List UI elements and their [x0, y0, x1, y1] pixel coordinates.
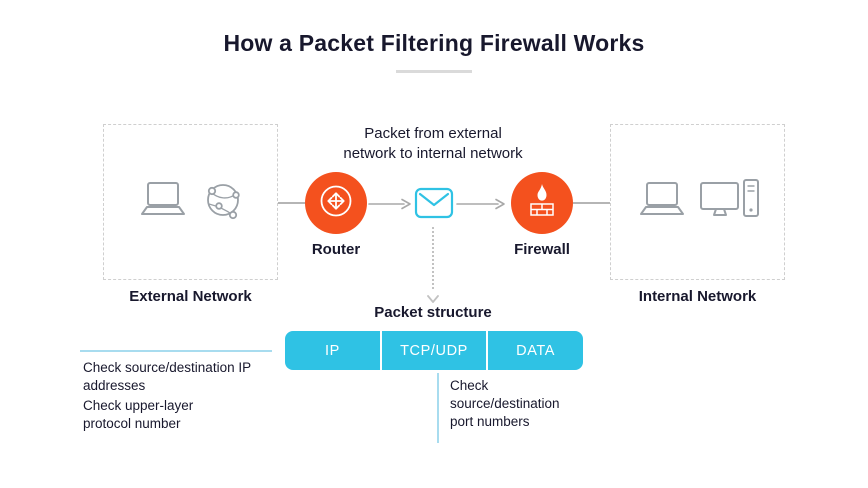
annotation-port-numbers: Check source/destination port numbers [450, 378, 560, 429]
chevron-down-icon [427, 290, 439, 308]
packet-segment-ip: IP [324, 342, 340, 359]
packet-segment-data: DATA [516, 342, 556, 359]
laptop-icon [136, 180, 190, 225]
router-label: Router [311, 241, 361, 258]
title-underline [396, 70, 472, 73]
router-icon [318, 183, 354, 224]
firewall-node [511, 172, 573, 234]
packet-structure-title: Packet structure [374, 304, 492, 321]
arrow-packet-to-firewall-icon [456, 197, 506, 215]
internal-network-label: Internal Network [638, 288, 757, 305]
packet-flow-caption: Packet from external network to internal… [343, 125, 523, 162]
dotted-connector-line [432, 227, 434, 289]
packet-envelope-icon [414, 187, 454, 224]
router-node [305, 172, 367, 234]
external-network-box [103, 124, 278, 280]
annotation-ip-addresses: Check source/destination IP addresses [83, 360, 251, 393]
connector-external-to-router [278, 202, 305, 204]
internal-network-box [610, 124, 785, 280]
firewall-label: Firewall [514, 241, 570, 258]
page-title: How a Packet Filtering Firewall Works [223, 30, 645, 56]
laptop-icon [635, 180, 689, 225]
annotation-protocol-number: Check upper-layer protocol number [83, 398, 194, 431]
internet-globe-icon [200, 177, 246, 228]
firewall-icon [525, 183, 559, 224]
external-network-label: External Network [129, 288, 252, 305]
annotation-line-ip [80, 350, 272, 352]
connector-firewall-to-internal [573, 202, 610, 204]
packet-segment-tcp-udp: TCP/UDP [379, 331, 489, 370]
annotation-line-ports [437, 373, 439, 443]
packet-structure-bar: IP TCP/UDP DATA [285, 331, 583, 370]
desktop-computer-icon [699, 177, 761, 228]
arrow-router-to-packet-icon [368, 197, 412, 215]
